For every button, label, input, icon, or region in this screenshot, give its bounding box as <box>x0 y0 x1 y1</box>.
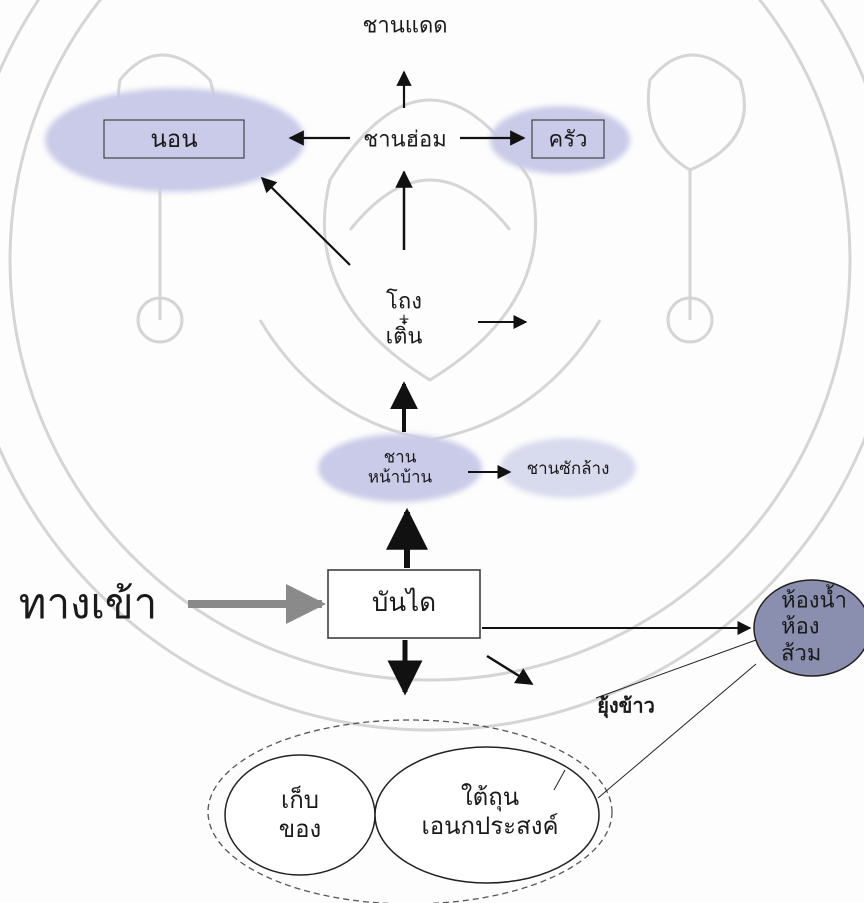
doen-line: เติ๋น <box>385 324 423 350</box>
hong-nam-label: ห้องน้ำ ห้องส้วม <box>781 588 847 667</box>
hong-nam-line: ห้องน้ำ <box>781 588 847 614</box>
thong-doen-label: โถง + เติ๋น <box>386 289 423 350</box>
chan-hom-label: ชานฮ่อม <box>363 127 447 153</box>
yung-khao-label: ยุ้งข้าว <box>597 693 655 718</box>
thong-line: โถง <box>386 289 422 315</box>
thang-khao-label: ทางเข้า <box>18 578 158 628</box>
non-label: นอน <box>150 125 198 154</box>
kitchen-box <box>531 119 605 159</box>
chan-na-ban-label: ชาน หน้าบ้าน <box>368 448 432 489</box>
bathroom-node <box>753 579 864 677</box>
chan-sak-lang-label: ชานซักล้าง <box>526 459 610 480</box>
anek-line: เอนกประสงค์ <box>421 812 559 840</box>
ban-dai-label: บันได <box>371 588 437 619</box>
multipurpose-node <box>374 746 600 884</box>
cloud-shading <box>45 88 636 502</box>
stair-box <box>327 569 481 639</box>
connector-lines <box>553 639 757 799</box>
kep-khong-label: เก็บ ของ <box>279 786 322 844</box>
na-ban-line: หน้าบ้าน <box>367 468 433 488</box>
tai-thun-label: ใต้ถุน เอนกประสงค์ <box>422 783 559 841</box>
sleeping-box <box>103 119 245 159</box>
flow-arrows <box>260 70 752 696</box>
watermark-seal <box>0 0 864 732</box>
khong-line: ของ <box>278 815 322 843</box>
chan-line: ชาน <box>383 447 417 468</box>
underfloor-outline <box>207 719 613 903</box>
kep-line: เก็บ <box>281 786 319 815</box>
plus-sign: + <box>398 311 410 328</box>
khrua-label: ครัว <box>548 127 588 153</box>
tai-thun-line: ใต้ถุน <box>460 783 520 812</box>
hong-suam-line: ห้องส้วม <box>781 614 822 667</box>
chan-daet-label: ชานแดด <box>362 13 448 39</box>
